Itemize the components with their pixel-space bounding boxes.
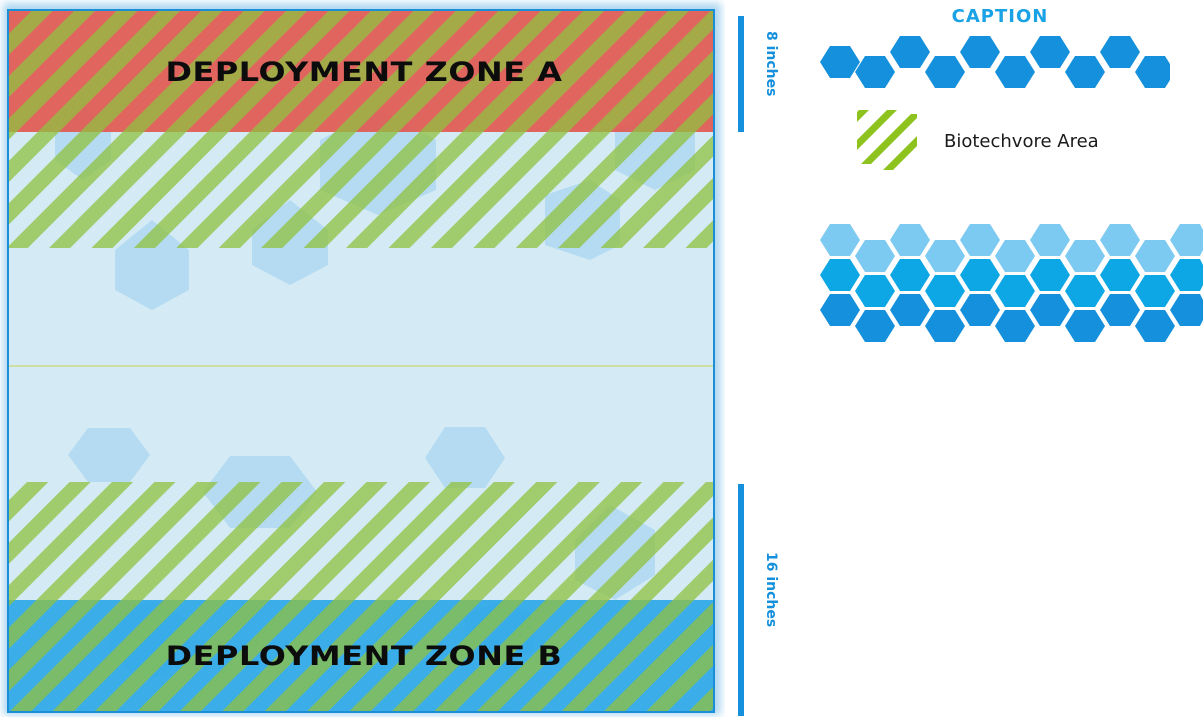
zone-b-depth-bar [738,484,744,716]
hex-icon [960,36,1000,68]
legend-hex-row [820,36,1170,88]
game-board: DEPLOYMENT ZONE A DEPLOYMENT ZONE B [3,3,721,715]
hex-icon [1065,275,1105,307]
hex-icon [1065,310,1105,342]
hex-icon [1170,224,1203,256]
hex-icon [1135,240,1175,272]
hex-icon [820,224,860,256]
hex-icon [1135,56,1170,88]
hex-icon [820,46,860,78]
biotechvore-legend-label: Biotechvore Area [944,131,1099,152]
hex-icon [925,310,965,342]
hex-icon [1030,36,1070,68]
hex-icon [995,56,1035,88]
zone-b-depth-label: 16 inches [763,552,779,628]
hex-icon [855,275,895,307]
hex-icon [820,294,860,326]
hex-icon [1100,259,1140,291]
hex-icon [960,224,1000,256]
hex-icon [1030,224,1070,256]
terrain-hex [68,428,150,482]
zone-a-label: DEPLOYMENT ZONE A [165,57,563,88]
hex-icon [855,56,895,88]
hex-icon [1065,56,1105,88]
hex-icon [1100,224,1140,256]
hex-icon [855,310,895,342]
biotechvore-area-top [8,10,714,248]
hex-icon [995,310,1035,342]
hex-icon [1135,275,1175,307]
hex-icon [995,275,1035,307]
hex-icon [925,240,965,272]
hex-icon [890,294,930,326]
hex-icon [1170,294,1203,326]
hex-icon [820,259,860,291]
zone-b-label: DEPLOYMENT ZONE B [165,641,563,672]
hex-icon [1100,36,1140,68]
legend-hex-field [820,224,1203,342]
hex-icon [890,36,930,68]
hex-icon [890,224,930,256]
hex-icon [925,275,965,307]
hex-icon [960,259,1000,291]
hex-icon [1065,240,1105,272]
hex-icon [855,240,895,272]
hex-icon [1170,259,1203,291]
hex-icon [960,294,1000,326]
board-svg [3,3,721,715]
hex-icon [925,56,965,88]
hex-icon [995,240,1035,272]
biotechvore-swatch [857,110,917,170]
hex-icon [1135,310,1175,342]
legend-title: CAPTION [951,6,1049,27]
biotechvore-area-bottom [8,482,714,712]
hex-icon [890,259,930,291]
hex-icon [1030,259,1070,291]
terrain-hex [425,427,505,488]
board-border [7,9,715,713]
zone-a-depth-label: 8 inches [763,31,779,97]
zone-a-depth-bar [738,16,744,132]
hex-icon [1100,294,1140,326]
hex-icon [1030,294,1070,326]
